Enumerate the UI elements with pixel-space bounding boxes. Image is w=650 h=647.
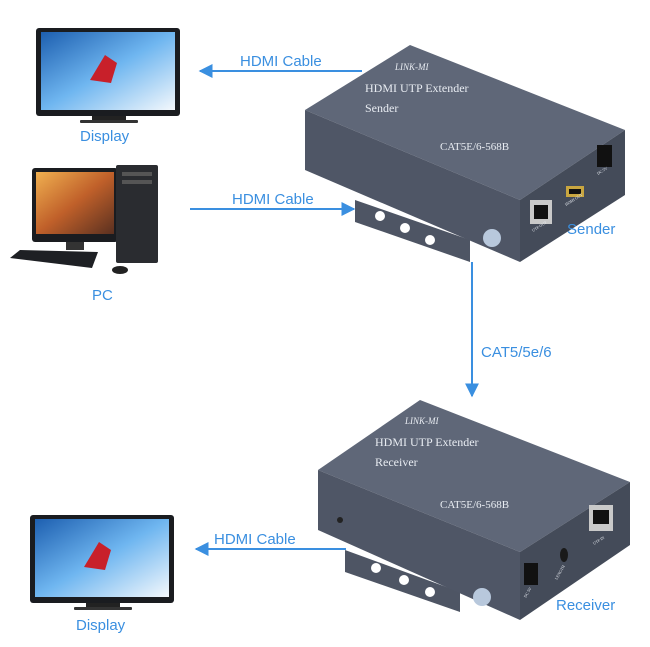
receiver-spec: CAT5E/6-568B — [440, 499, 509, 511]
sender-port-dc: DC 5V — [596, 165, 608, 175]
pc-label: PC — [92, 287, 113, 304]
hdmi-cable-bottom-label: HDMI Cable — [214, 531, 296, 548]
sender-device: LINK-MI HDMI UTP Extender Sender CAT5E/6… — [305, 45, 625, 262]
pc-computer — [10, 165, 158, 274]
display-top-label: Display — [80, 128, 130, 145]
receiver-port-utp: UTP IN — [592, 535, 605, 546]
display-bottom — [30, 515, 174, 610]
receiver-title: HDMI UTP Extender — [375, 435, 479, 449]
display-bottom-label: Display — [76, 617, 126, 634]
display-top — [36, 28, 180, 123]
receiver-brand: LINK-MI — [404, 416, 440, 426]
sender-spec: CAT5E/6-568B — [440, 141, 509, 153]
cat-cable-label: CAT5/5e/6 — [481, 344, 552, 361]
receiver-port-dc: DC 5V — [523, 586, 533, 599]
hdmi-cable-top-label: HDMI Cable — [240, 53, 322, 70]
receiver-role: Receiver — [375, 455, 418, 469]
sender-role: Sender — [365, 101, 398, 115]
receiver-device: LINK-MI HDMI UTP Extender Receiver CAT5E… — [318, 400, 630, 620]
sender-label: Sender — [567, 221, 615, 238]
hdmi-cable-middle-label: HDMI Cable — [232, 191, 314, 208]
sender-title: HDMI UTP Extender — [365, 81, 469, 95]
receiver-label: Receiver — [556, 597, 615, 614]
sender-brand: LINK-MI — [394, 62, 430, 72]
